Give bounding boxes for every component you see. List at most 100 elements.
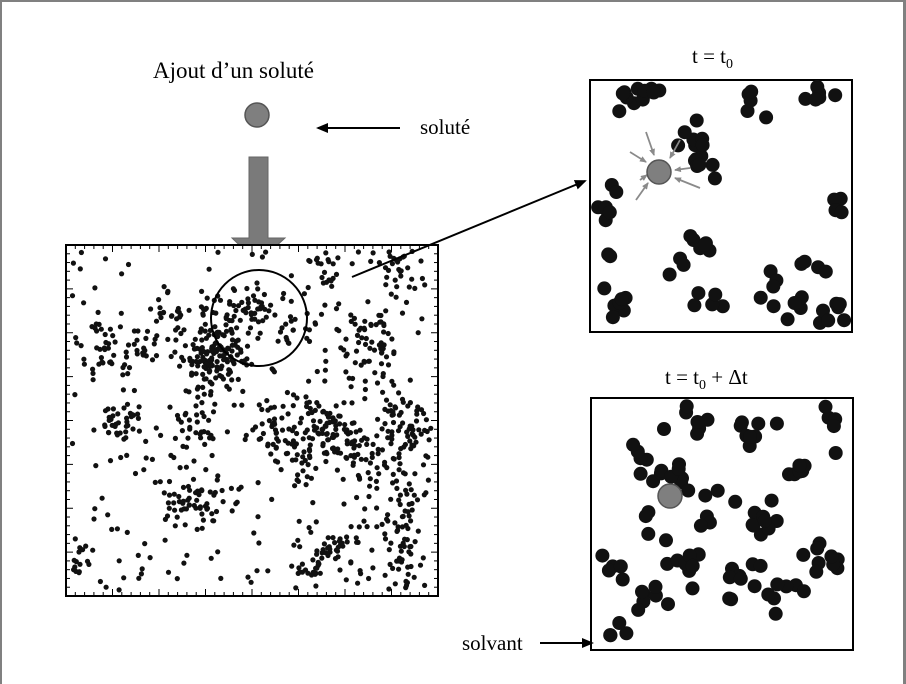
solvent-particle — [127, 410, 133, 416]
solvent-particle — [167, 404, 173, 410]
solvent-particle — [293, 585, 299, 591]
solvent-particle — [344, 534, 350, 540]
solvent-particle — [228, 326, 234, 332]
solvent-particle — [189, 372, 195, 378]
solvent-particle — [288, 298, 294, 304]
solvent-particle — [751, 416, 766, 431]
solvent-particle — [343, 336, 349, 342]
solvent-particle — [335, 554, 341, 560]
solvent-particle — [194, 412, 200, 418]
solvent-particle — [376, 260, 382, 266]
solvent-particle — [209, 511, 215, 517]
solvent-particle — [328, 278, 334, 284]
solvent-particle — [171, 500, 177, 506]
solvent-particle — [326, 259, 332, 265]
solvent-particle — [283, 321, 289, 327]
solvent-particle — [332, 418, 338, 424]
solvent-particle — [199, 410, 205, 416]
solvent-particle — [361, 518, 367, 524]
solvent-particle — [72, 536, 78, 542]
solvent-particle — [323, 423, 329, 429]
solvent-particle — [258, 300, 265, 306]
solvent-particle — [166, 505, 172, 511]
solvent-particle — [403, 487, 409, 493]
solvent-particle — [78, 249, 84, 256]
solvent-particle — [393, 294, 399, 300]
solvent-particle — [135, 415, 141, 421]
solvent-particle — [396, 566, 402, 572]
solvent-particle — [796, 584, 811, 599]
solvent-particle — [229, 342, 235, 348]
solvent-particle — [415, 330, 421, 336]
solvent-particle — [394, 284, 400, 290]
solvent-particle — [238, 347, 244, 353]
solvent-particle — [279, 325, 285, 331]
solvent-particle — [201, 391, 207, 397]
solvent-particle — [194, 419, 200, 425]
solvent-particle — [92, 285, 98, 291]
solvent-particle — [262, 306, 268, 312]
solvent-particle — [185, 435, 191, 441]
solvent-particle — [428, 425, 434, 431]
solvent-particle — [125, 422, 131, 429]
solvent-particle — [385, 435, 391, 441]
solvent-particle — [139, 566, 145, 572]
solvent-particle — [314, 400, 320, 406]
solvent-particle — [194, 526, 200, 533]
panel-t0-title-text: t = t — [692, 44, 727, 68]
solvent-particle — [798, 91, 813, 106]
solvent-particle — [382, 572, 388, 578]
solvent-particle — [389, 436, 395, 442]
solvent-particle — [396, 497, 402, 503]
solvent-particle — [747, 579, 762, 594]
solvent-particle — [382, 406, 388, 412]
solvent-particle — [635, 584, 649, 599]
solvent-particle — [389, 336, 395, 342]
solvent-particle — [320, 443, 326, 449]
solvent-particle — [217, 297, 224, 303]
solvent-particle — [119, 271, 125, 277]
panel-t0-plus-dt — [590, 397, 854, 651]
solvent-particle — [314, 255, 320, 261]
solvent-particle — [372, 370, 378, 376]
solvent-particle — [269, 421, 276, 427]
solvent-particle — [275, 338, 281, 344]
solvent-particle — [251, 530, 257, 536]
solvent-particle — [172, 523, 178, 529]
solvent-particle — [254, 568, 260, 574]
solvent-particle — [153, 318, 160, 324]
solvent-particle — [333, 547, 339, 553]
solvent-particle — [199, 488, 205, 494]
solvent-particle — [178, 419, 184, 425]
solvent-particle — [364, 441, 370, 447]
solvent-particle — [334, 467, 340, 473]
solvent-particle — [295, 472, 301, 478]
solvent-particle — [166, 492, 173, 498]
solvent-label: solvant — [462, 631, 523, 655]
solvent-particle — [320, 547, 326, 553]
solvent-particle — [374, 485, 380, 491]
solvent-particle — [295, 478, 302, 484]
solvent-particle — [386, 586, 392, 592]
solvent-particle — [176, 499, 182, 505]
solvent-particle — [204, 506, 210, 512]
solvent-particle — [692, 157, 707, 172]
solvent-particle — [695, 138, 710, 153]
solvent-particle — [277, 329, 284, 335]
solvent-particle — [384, 516, 390, 522]
solvent-particle — [102, 331, 108, 338]
solvent-particle — [367, 483, 373, 489]
solvent-particle — [414, 411, 420, 417]
solvent-particle — [304, 474, 310, 480]
solvent-particle — [278, 467, 284, 473]
solvent-particle — [388, 441, 394, 447]
solvent-particle — [374, 505, 380, 511]
solvent-particle — [373, 478, 379, 484]
solvent-particle — [271, 404, 277, 410]
zoom-region-circle — [210, 269, 308, 367]
solvent-particle — [827, 192, 842, 207]
solvent-particle — [161, 284, 167, 290]
solvent-particle — [387, 561, 393, 568]
solvent-particle — [223, 328, 230, 334]
solvent-particle — [143, 438, 149, 444]
